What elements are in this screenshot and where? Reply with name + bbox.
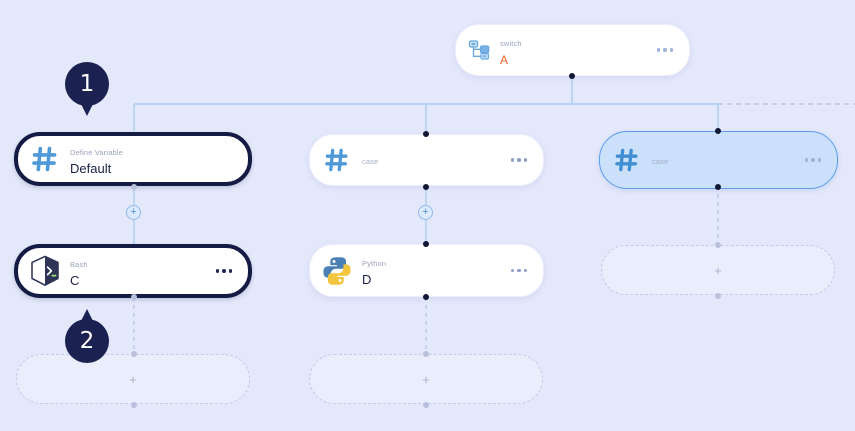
port-add-middle-top[interactable] bbox=[423, 351, 429, 357]
node-case-middle-menu-icon[interactable] bbox=[510, 158, 527, 162]
node-define-variable-value: Default bbox=[70, 160, 112, 176]
port-case-middle-in[interactable] bbox=[423, 131, 429, 137]
node-python-value: D bbox=[362, 272, 372, 287]
node-case-middle-label: case bbox=[362, 157, 379, 166]
node-case-right-text: case bbox=[652, 151, 805, 169]
hash-icon bbox=[610, 143, 644, 177]
node-switch[interactable]: switch A bbox=[455, 24, 690, 76]
node-bash-text: Bash C bbox=[70, 254, 216, 289]
add-step-button-left[interactable]: + bbox=[126, 205, 141, 220]
plus-icon: + bbox=[129, 371, 137, 387]
plus-icon: + bbox=[422, 371, 430, 387]
plus-icon: + bbox=[714, 262, 722, 278]
switch-branch-icon bbox=[468, 39, 490, 61]
bash-terminal-cube-icon bbox=[28, 254, 62, 288]
port-bash-out[interactable] bbox=[131, 294, 137, 300]
port-add-left-bottom[interactable] bbox=[131, 402, 137, 408]
node-switch-label: switch bbox=[500, 38, 522, 48]
node-case-right[interactable]: case bbox=[599, 131, 838, 189]
node-define-variable-label: Define Variable bbox=[70, 147, 123, 157]
node-python-menu-icon[interactable] bbox=[510, 268, 527, 273]
node-switch-menu-icon[interactable] bbox=[656, 48, 673, 52]
node-case-right-label: case bbox=[652, 157, 669, 166]
add-node-placeholder-left[interactable]: + bbox=[16, 354, 250, 404]
port-add-middle-bottom[interactable] bbox=[423, 402, 429, 408]
node-bash[interactable]: Bash C bbox=[14, 244, 252, 298]
marker-pin bbox=[65, 62, 109, 106]
port-add-left-top[interactable] bbox=[131, 351, 137, 357]
step-marker-1: 1 bbox=[65, 62, 109, 120]
node-python-text: Python D bbox=[362, 253, 511, 288]
port-switch-out[interactable] bbox=[569, 73, 575, 79]
python-icon bbox=[320, 254, 354, 288]
hash-icon bbox=[320, 143, 354, 177]
node-switch-value: A bbox=[500, 52, 509, 67]
node-define-variable-text: Define Variable Default bbox=[70, 142, 248, 177]
marker-number: 2 bbox=[79, 328, 95, 354]
node-python-label: Python bbox=[362, 259, 387, 268]
port-case-right-in[interactable] bbox=[715, 128, 721, 134]
node-case-middle-text: case bbox=[362, 151, 511, 169]
plus-icon: + bbox=[130, 205, 137, 218]
port-add-right-top[interactable] bbox=[715, 242, 721, 248]
node-case-right-menu-icon[interactable] bbox=[804, 158, 821, 162]
port-python-out[interactable] bbox=[423, 294, 429, 300]
node-bash-label: Bash bbox=[70, 259, 88, 269]
node-bash-value: C bbox=[70, 272, 80, 288]
marker-pin bbox=[65, 319, 109, 363]
add-step-button-middle[interactable]: + bbox=[418, 205, 433, 220]
plus-icon: + bbox=[422, 205, 429, 218]
port-python-in[interactable] bbox=[423, 241, 429, 247]
step-marker-2: 2 bbox=[65, 305, 109, 363]
port-case-right-out[interactable] bbox=[715, 184, 721, 190]
node-python[interactable]: Python D bbox=[309, 244, 544, 297]
node-switch-text: switch A bbox=[500, 33, 657, 68]
port-define-variable-out[interactable] bbox=[131, 184, 137, 190]
hash-icon bbox=[28, 142, 62, 176]
port-add-right-bottom[interactable] bbox=[715, 293, 721, 299]
marker-number: 1 bbox=[79, 71, 95, 97]
port-case-middle-out[interactable] bbox=[423, 184, 429, 190]
node-bash-menu-icon[interactable] bbox=[215, 269, 232, 273]
